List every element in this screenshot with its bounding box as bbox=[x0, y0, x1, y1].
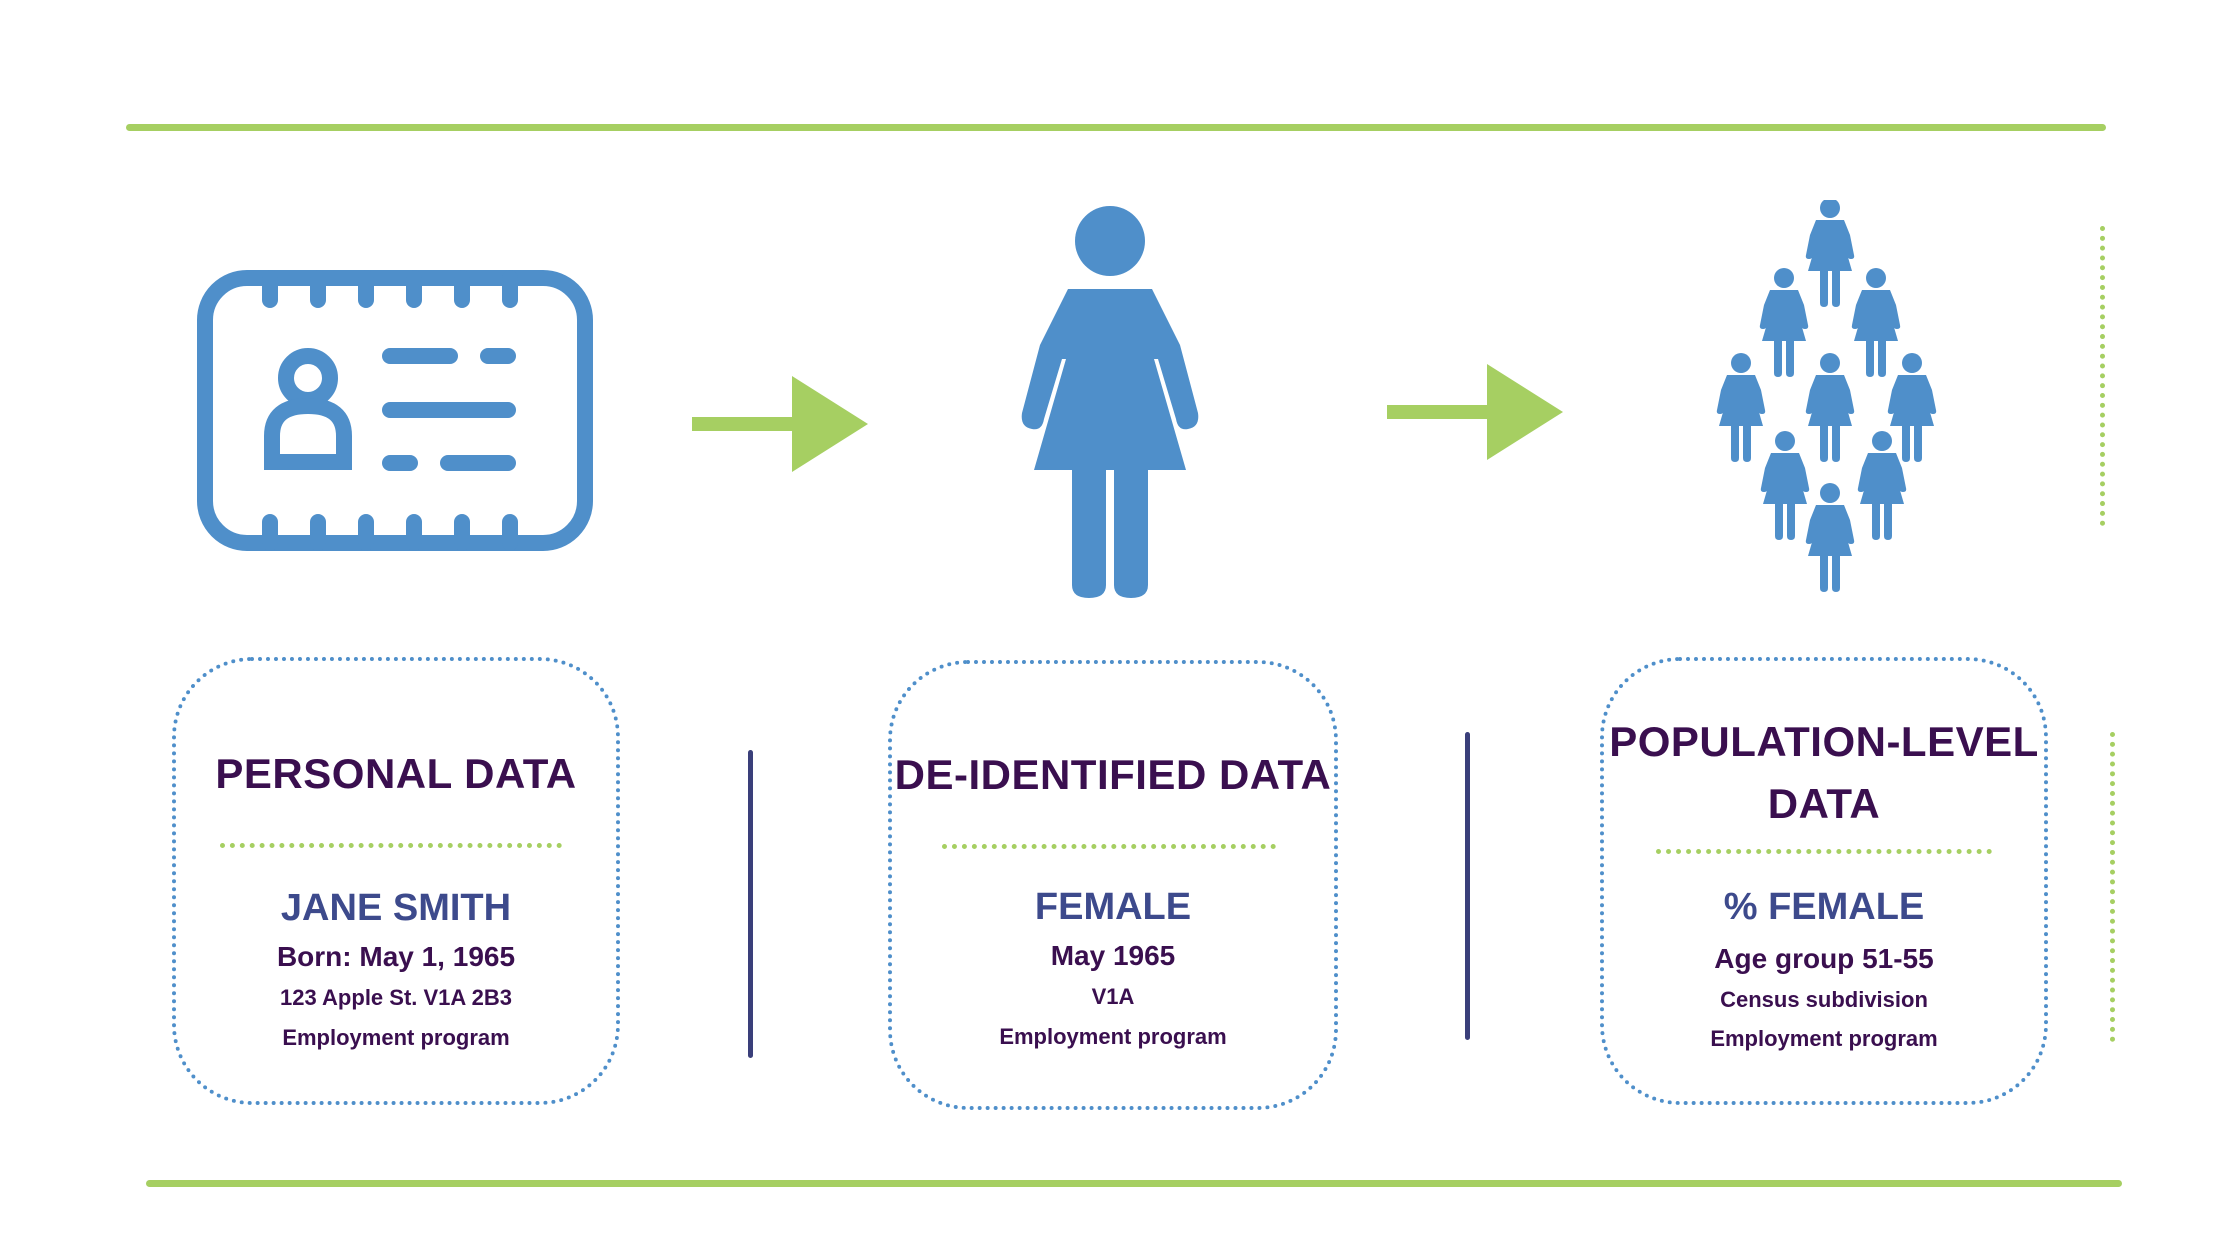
arrow-right-icon bbox=[692, 376, 868, 472]
card-title: DE-IDENTIFIED DATA bbox=[894, 751, 1332, 798]
bottom-divider-line bbox=[146, 1180, 2122, 1187]
personal-data-card: PERSONAL DATA JANE SMITH Born: May 1, 19… bbox=[172, 657, 620, 1105]
card-divider bbox=[220, 843, 562, 848]
card-detail-line: Born: May 1, 1965 bbox=[276, 941, 516, 972]
card-detail-line: Employment program bbox=[282, 1025, 510, 1050]
card-separator bbox=[1465, 732, 1470, 1040]
card-subtitle: % FEMALE bbox=[1723, 886, 1925, 928]
card-detail-line: 123 Apple St. V1A 2B3 bbox=[280, 985, 512, 1010]
id-card-icon bbox=[197, 270, 593, 551]
card-title-line: POPULATION-LEVEL bbox=[1609, 718, 2039, 765]
card-detail-line: Employment program bbox=[1710, 1026, 1938, 1051]
card-detail-line: Census subdivision bbox=[1720, 987, 1928, 1012]
card-title-line: DATA bbox=[1767, 780, 1881, 827]
card-subtitle: JANE SMITH bbox=[280, 887, 512, 929]
top-divider-line bbox=[126, 124, 2106, 131]
card-divider bbox=[942, 844, 1276, 849]
card-detail-line: Employment program bbox=[999, 1024, 1227, 1049]
card-subtitle: FEMALE bbox=[1034, 886, 1192, 928]
card-detail-line: V1A bbox=[1091, 984, 1135, 1009]
arrow-right-icon bbox=[1387, 364, 1563, 460]
card-detail-line: Age group 51-55 bbox=[1714, 943, 1934, 974]
woman-icon bbox=[1021, 206, 1199, 598]
card-title: PERSONAL DATA bbox=[215, 750, 577, 797]
card-divider bbox=[1656, 849, 1992, 854]
population-group-icon bbox=[1716, 200, 1937, 592]
card-detail-line: May 1965 bbox=[1050, 940, 1176, 971]
right-dotted-line-lower bbox=[2110, 732, 2115, 1042]
de-identified-data-card: DE-IDENTIFIED DATA FEMALE May 1965 V1A E… bbox=[888, 660, 1338, 1110]
card-separator bbox=[748, 750, 753, 1058]
population-level-data-card: POPULATION-LEVEL DATA % FEMALE Age group… bbox=[1600, 657, 2048, 1105]
right-dotted-line-upper bbox=[2100, 226, 2105, 526]
